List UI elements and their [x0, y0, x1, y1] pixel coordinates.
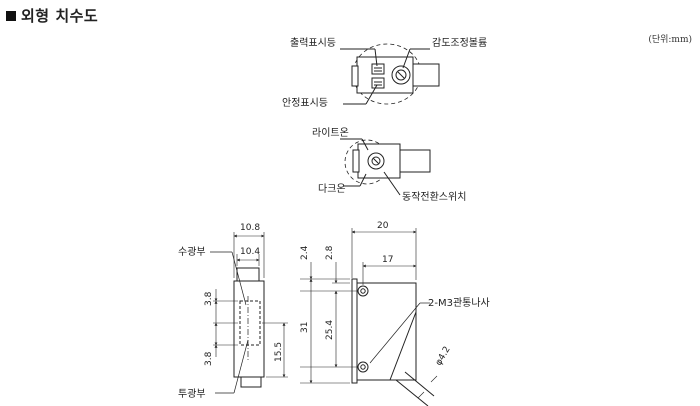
page-title: 외형 치수도	[6, 5, 98, 26]
front-view	[210, 232, 288, 394]
dim-2-4: 2.4	[300, 245, 310, 260]
dark-on-label: 다크온	[318, 183, 346, 195]
emitter-label: 투광부	[178, 388, 206, 400]
dim-17: 17	[382, 255, 393, 265]
dim-2-8: 2.8	[325, 245, 335, 260]
bullet-square-icon	[6, 11, 16, 21]
sensitivity-adjust-label: 감도조정볼륨	[432, 37, 487, 49]
receiver-label: 수광부	[178, 246, 206, 258]
light-on-label: 라이트온	[312, 127, 349, 139]
mode-switch-label: 동작전환스위치	[402, 190, 466, 203]
dim-10-4: 10.4	[240, 247, 260, 257]
cable-diameter-label: φ4.2	[434, 345, 453, 368]
switch-view	[340, 138, 431, 196]
dim-20: 20	[377, 221, 389, 231]
dim-3-8-lower: 3.8	[204, 351, 214, 366]
dim-10-8: 10.8	[240, 223, 260, 233]
dim-15-5: 15.5	[274, 342, 284, 362]
top-view	[340, 43, 440, 105]
dim-3-8-upper: 3.8	[204, 291, 214, 306]
unit-note: (단위:mm)	[648, 35, 692, 45]
output-led-label: 출력표시등	[290, 37, 336, 49]
screw-label: 2-M3관통나사	[428, 297, 490, 309]
dim-31: 31	[300, 322, 310, 333]
side-view	[300, 228, 438, 406]
dim-25-4: 25.4	[325, 320, 335, 340]
stability-led-label: 안정표시등	[282, 97, 328, 109]
